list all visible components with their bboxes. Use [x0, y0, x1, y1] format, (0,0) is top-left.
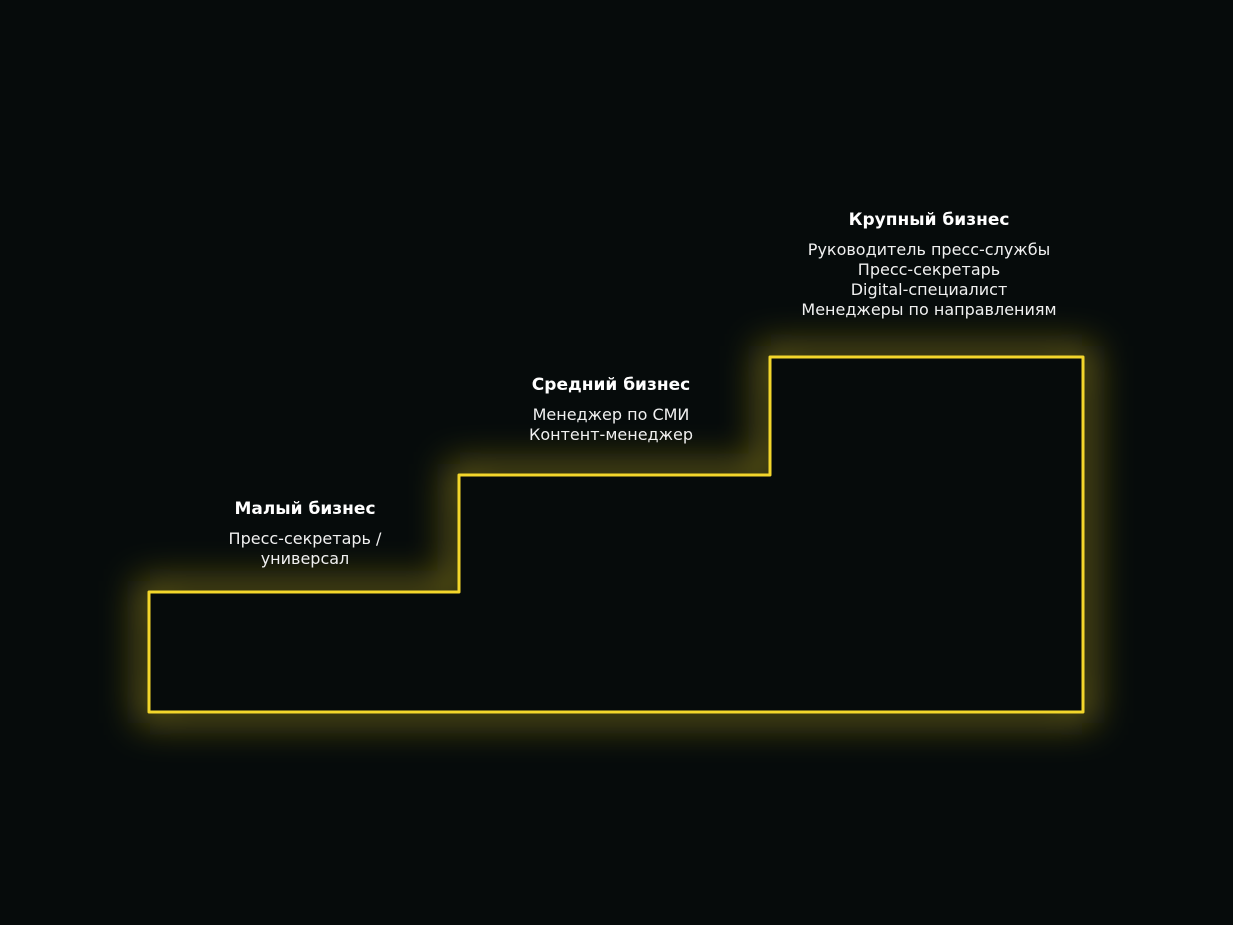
step-role: универсал [260, 549, 350, 568]
step-title: Крупный бизнес [848, 210, 1010, 230]
staircase-outline [147, 355, 1085, 714]
step-role: Пресс-секретарь / [228, 529, 382, 548]
step-role: Пресс-секретарь [857, 260, 1001, 279]
step-role: Digital-специалист [850, 280, 1008, 299]
step-role: Менеджеры по направлениям [801, 300, 1057, 319]
step-role: Руководитель пресс-службы [807, 240, 1051, 259]
step-title: Средний бизнес [531, 375, 691, 395]
step-role: Контент-менеджер [528, 425, 694, 444]
step-role: Менеджер по СМИ [532, 405, 690, 424]
step-title: Малый бизнес [234, 499, 376, 519]
step-small-business: Малый бизнес Пресс-секретарь / универсал [229, 499, 382, 569]
step-large-business: Крупный бизнес Руководитель пресс-службы… [801, 210, 1056, 320]
step-medium-business: Средний бизнес Менеджер по СМИ Контент-м… [529, 375, 693, 445]
